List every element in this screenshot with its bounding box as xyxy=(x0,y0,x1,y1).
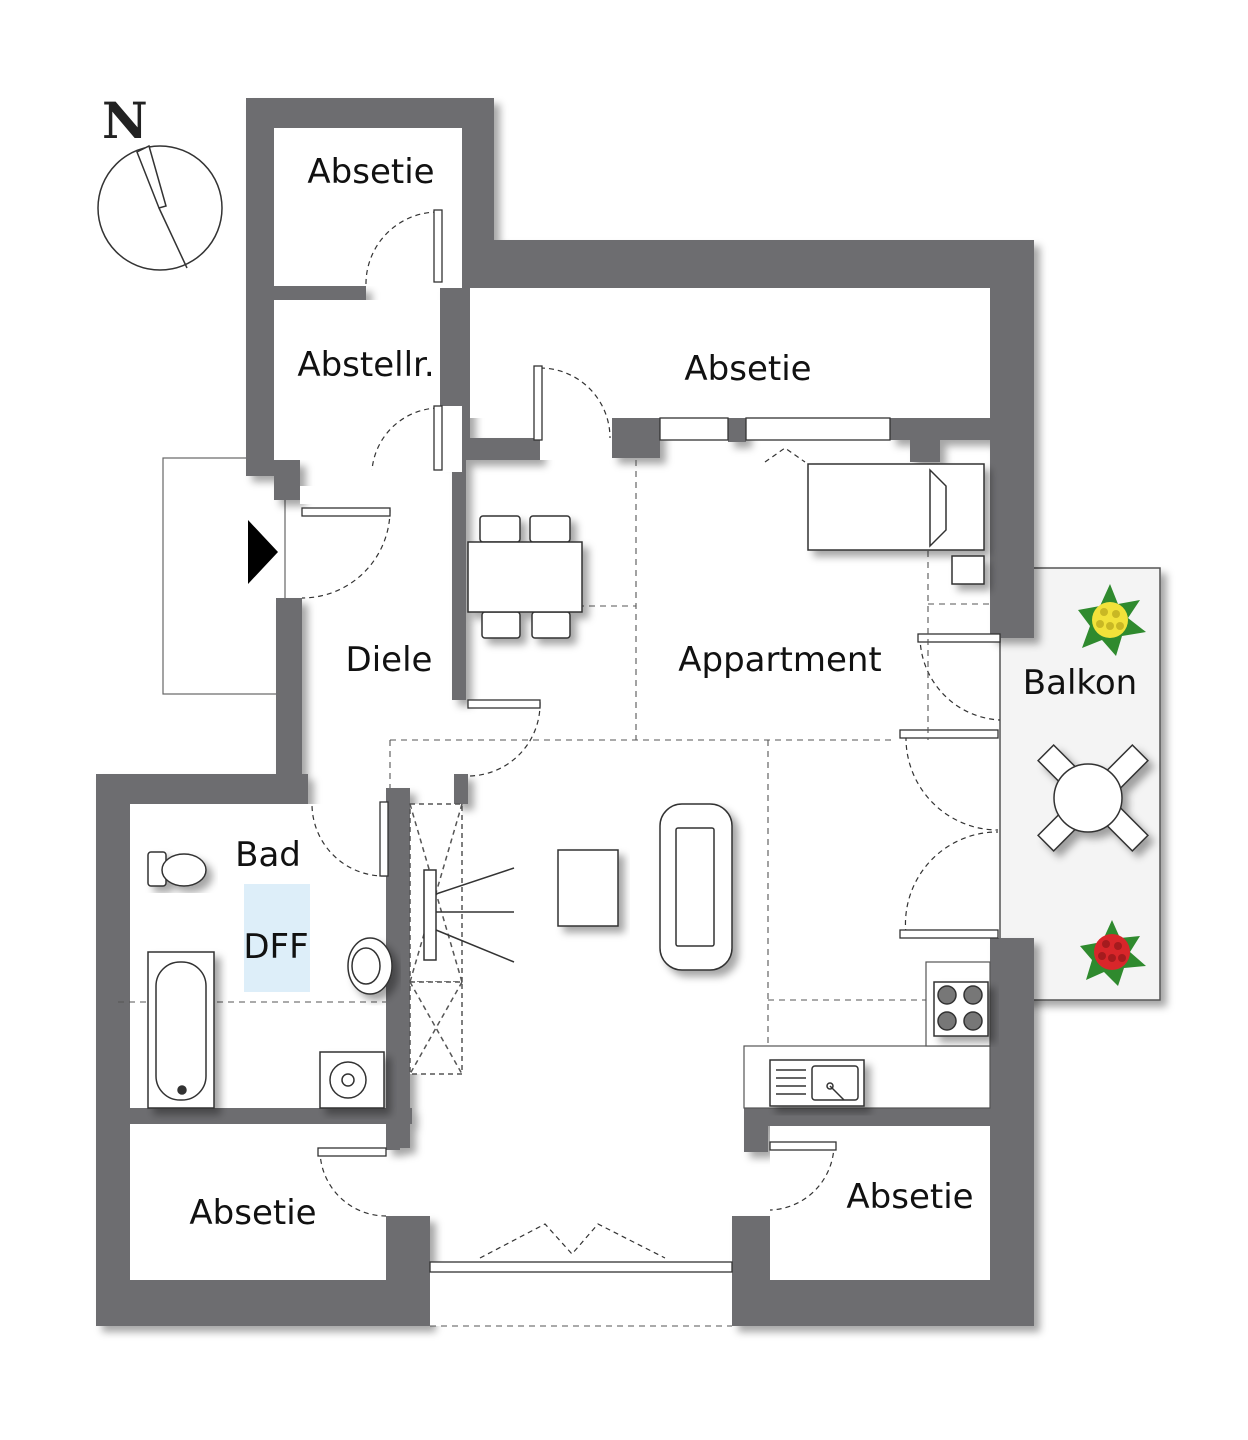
stove-icon xyxy=(933,981,989,1037)
label-absetie-top-left: Absetie xyxy=(307,152,434,192)
sofa xyxy=(659,803,733,971)
label-bad: Bad xyxy=(235,835,301,875)
label-absetie-bottom-right: Absetie xyxy=(846,1177,973,1217)
balcony-table xyxy=(1037,744,1149,852)
plant-red-icon xyxy=(1080,920,1146,986)
label-absetie-top-right: Absetie xyxy=(684,349,811,389)
label-diele: Diele xyxy=(346,640,433,680)
north-compass-icon: N xyxy=(97,91,223,271)
dining-table xyxy=(467,515,583,639)
plant-yellow-icon xyxy=(1078,584,1146,656)
tv-icon xyxy=(423,867,515,963)
furniture xyxy=(147,463,1149,1109)
kitchen-sink-icon xyxy=(769,1059,865,1107)
north-label: N xyxy=(102,91,148,150)
room-labels: Absetie Abstellr. Absetie Diele Appartme… xyxy=(189,152,1137,1233)
walls xyxy=(96,98,1034,1326)
label-absetie-bottom-left: Absetie xyxy=(189,1193,316,1233)
sink-icon xyxy=(347,937,393,995)
doors xyxy=(301,211,1001,1259)
label-dff: DFF xyxy=(243,927,308,967)
bed xyxy=(807,463,985,585)
entrance-arrow-icon xyxy=(248,520,278,584)
label-abstellraum: Abstellr. xyxy=(297,345,434,385)
bathtub-icon xyxy=(147,951,215,1109)
toilet-icon xyxy=(147,851,207,887)
coffee-table xyxy=(557,849,619,927)
entrance-landing xyxy=(162,457,286,695)
label-balkon: Balkon xyxy=(1023,663,1137,703)
dff-highlight xyxy=(244,884,310,992)
washing-machine-icon xyxy=(319,1051,385,1109)
label-appartment: Appartment xyxy=(678,640,882,680)
